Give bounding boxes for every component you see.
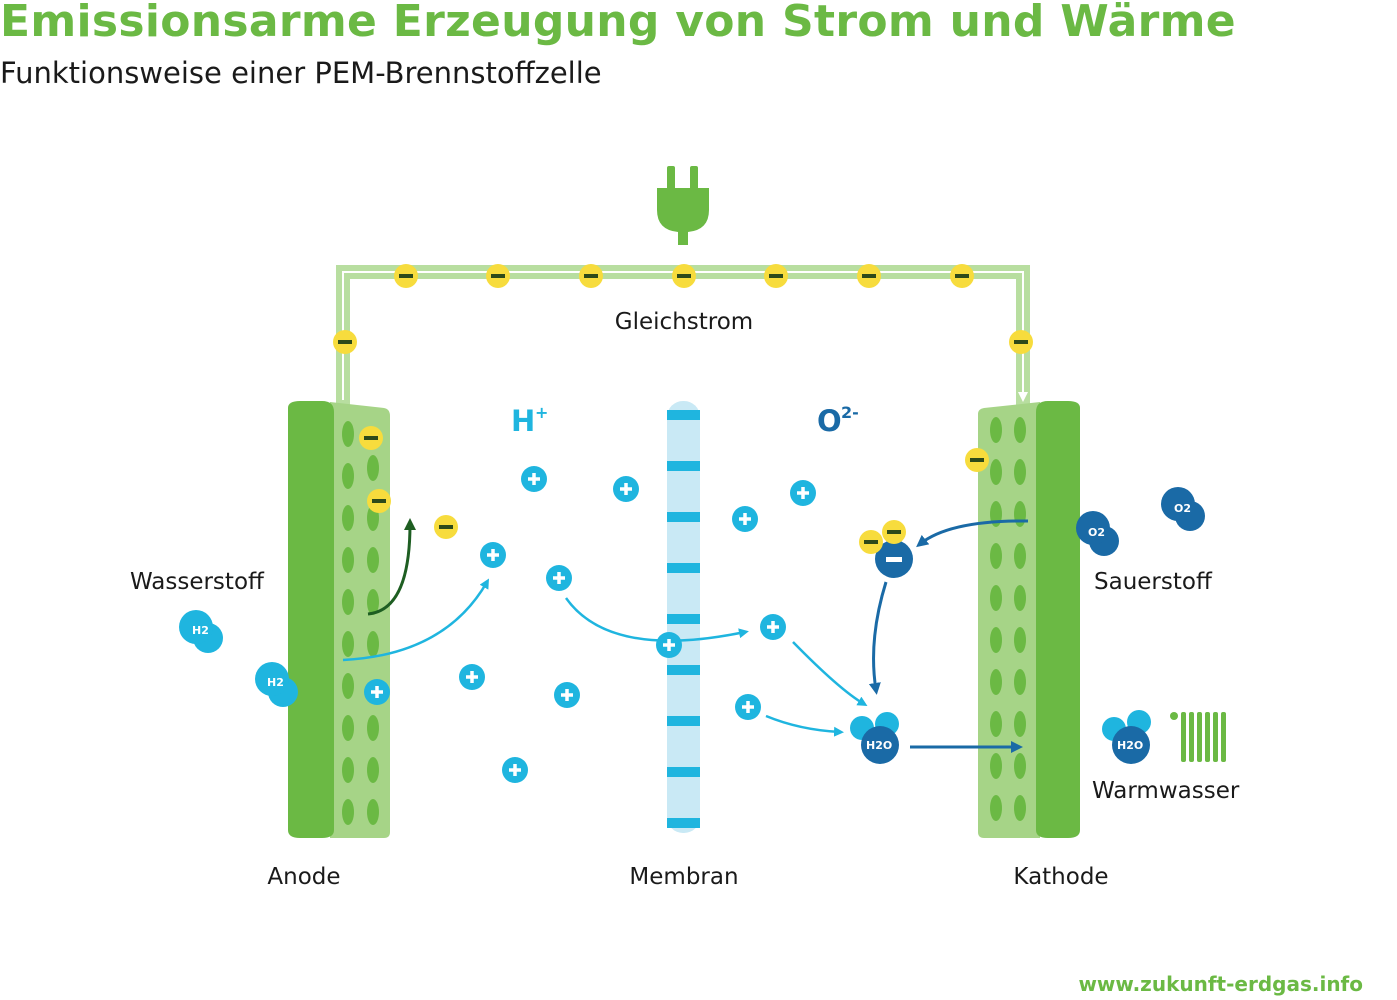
electron-icon [579, 264, 603, 288]
electron-icon [434, 515, 458, 539]
label-sauerstoff: Sauerstoff [1094, 569, 1213, 595]
electron-icon [764, 264, 788, 288]
proton-icon [735, 694, 761, 720]
svg-text:O2: O2 [1174, 502, 1191, 515]
svg-text:+: + [535, 403, 548, 422]
svg-text:H2: H2 [192, 624, 209, 637]
label-wasserstoff: Wasserstoff [130, 569, 265, 595]
anode-electrons [359, 426, 989, 539]
proton-icon [502, 757, 528, 783]
diagram-title: Emissionsarme Erzeugung von Strom und Wä… [0, 0, 1236, 47]
svg-text:O2: O2 [1088, 526, 1105, 539]
electron-icon [672, 264, 696, 288]
electron-icon [394, 264, 418, 288]
electron-icon [882, 520, 906, 544]
electron-icon [333, 330, 357, 354]
proton-icon [480, 542, 506, 568]
label-h-ion: H + [511, 403, 548, 438]
protons [364, 466, 816, 783]
radiator-icon [1170, 712, 1226, 762]
wire-electrons [333, 264, 1033, 354]
website-url: www.zukunft-erdgas.info [1078, 972, 1363, 996]
label-kathode: Kathode [1013, 864, 1108, 890]
diagram-subtitle: Funktionsweise einer PEM-Brennstoffzelle [0, 56, 602, 90]
svg-text:O: O [817, 404, 842, 438]
proton-icon [459, 664, 485, 690]
proton-icon [613, 476, 639, 502]
proton-icon [656, 632, 682, 658]
electron-icon [857, 264, 881, 288]
cathode-plate [978, 401, 1080, 838]
electron-icon [965, 448, 989, 472]
svg-text:2-: 2- [841, 403, 859, 422]
o2-molecule: O2 [1161, 487, 1205, 531]
svg-text:H2O: H2O [1117, 739, 1143, 752]
proton-icon [760, 614, 786, 640]
svg-text:H2: H2 [267, 676, 284, 689]
svg-text:H: H [511, 404, 535, 438]
h2o-molecule: H2O [1102, 710, 1151, 764]
oxide-ion [859, 520, 913, 578]
reaction-arrows [342, 518, 1029, 753]
electron-icon [859, 530, 883, 554]
electron-icon [367, 489, 391, 513]
label-warmwasser: Warmwasser [1092, 778, 1240, 804]
plug-icon [657, 166, 709, 245]
electron-icon [1009, 330, 1033, 354]
proton-icon [790, 480, 816, 506]
proton-icon [732, 506, 758, 532]
electron-icon [950, 264, 974, 288]
label-o-ion: O 2- [817, 403, 859, 438]
electron-icon [486, 264, 510, 288]
proton-icon [546, 565, 572, 591]
label-membran: Membran [629, 864, 738, 890]
svg-text:H2O: H2O [866, 739, 892, 752]
o2-molecule: O2 [1076, 511, 1119, 556]
proton-icon [521, 466, 547, 492]
h2-molecule: H2 [255, 662, 298, 707]
electron-icon [359, 426, 383, 450]
label-anode: Anode [267, 864, 340, 890]
membrane [667, 401, 700, 833]
circuit-wire [336, 265, 1030, 405]
proton-icon [554, 682, 580, 708]
label-gleichstrom: Gleichstrom [615, 309, 753, 335]
proton-icon [364, 679, 390, 705]
anode-plate [288, 401, 390, 838]
h2-molecule: H2 [179, 610, 223, 653]
h2o-molecule: H2O [850, 712, 899, 764]
